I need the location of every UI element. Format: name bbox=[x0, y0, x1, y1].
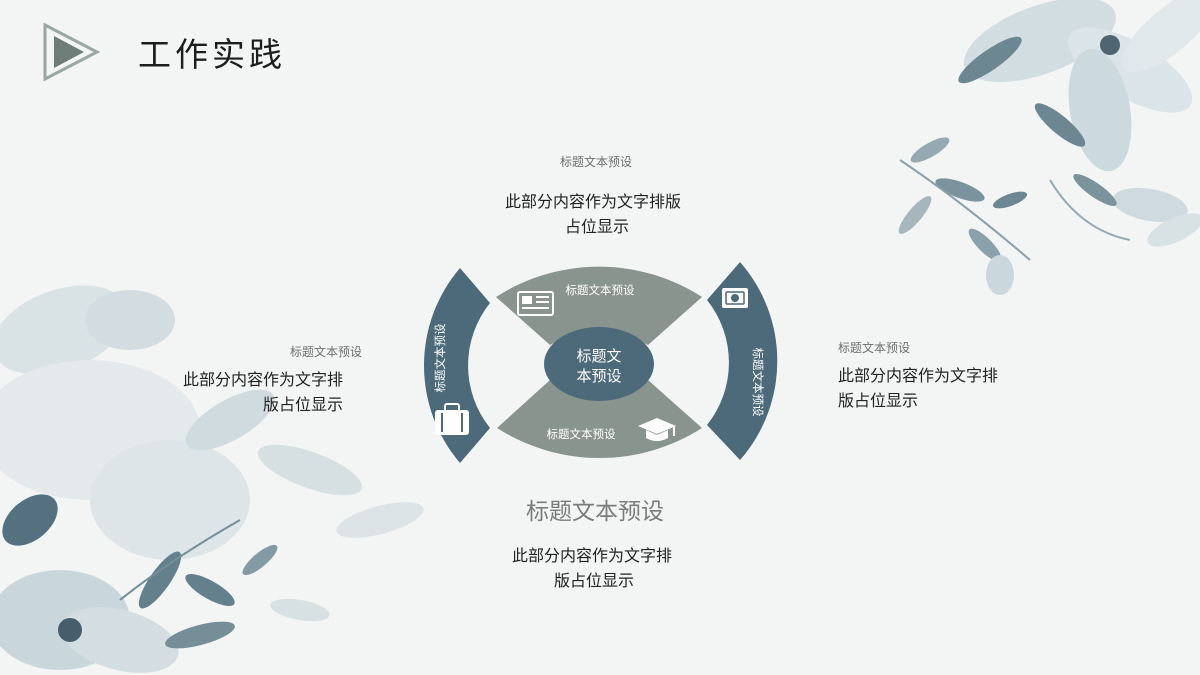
play-triangle-icon bbox=[43, 22, 100, 82]
page-title: 工作实践 bbox=[138, 35, 286, 74]
money-bill-icon bbox=[722, 288, 748, 308]
center-ellipse bbox=[544, 327, 654, 401]
briefcase-icon bbox=[435, 403, 469, 435]
right-block-body-line-1: 此部分内容作为文字排 bbox=[838, 366, 999, 385]
top-block-body-line-2: 占位显示 bbox=[565, 217, 630, 236]
left-block-label: 标题文本预设 bbox=[290, 345, 363, 359]
graduation-cap-icon bbox=[638, 418, 676, 441]
right-block-label: 标题文本预设 bbox=[838, 341, 911, 355]
bottom-block-label: 标题文本预设 bbox=[526, 499, 664, 525]
bottom-left-flowers bbox=[0, 285, 424, 673]
left-block-body-line-1: 此部分内容作为文字排 bbox=[183, 370, 344, 389]
bottom-block-body-line-1: 此部分内容作为文字排 bbox=[512, 546, 673, 565]
right-segment-label: 标题文本预设 bbox=[751, 348, 765, 417]
left-block-body-line-2: 版占位显示 bbox=[263, 395, 344, 414]
top-block-body-line-1: 此部分内容作为文字排版 bbox=[505, 192, 682, 211]
right-segment bbox=[707, 262, 778, 460]
top-block-label: 标题文本预设 bbox=[560, 155, 633, 169]
bottom-segment-label: 标题文本预设 bbox=[547, 427, 616, 441]
right-block-body-line-2: 版占位显示 bbox=[838, 391, 919, 410]
center-text-line-1: 标题文 bbox=[576, 347, 621, 365]
bottom-block-body-line-2: 版占位显示 bbox=[554, 571, 635, 590]
newspaper-icon bbox=[517, 291, 554, 316]
center-text-line-2: 本预设 bbox=[576, 367, 621, 385]
left-segment-label: 标题文本预设 bbox=[433, 323, 447, 392]
top-segment-label: 标题文本预设 bbox=[566, 283, 635, 297]
top-segment bbox=[496, 266, 702, 345]
top-right-flowers bbox=[898, 0, 1200, 295]
